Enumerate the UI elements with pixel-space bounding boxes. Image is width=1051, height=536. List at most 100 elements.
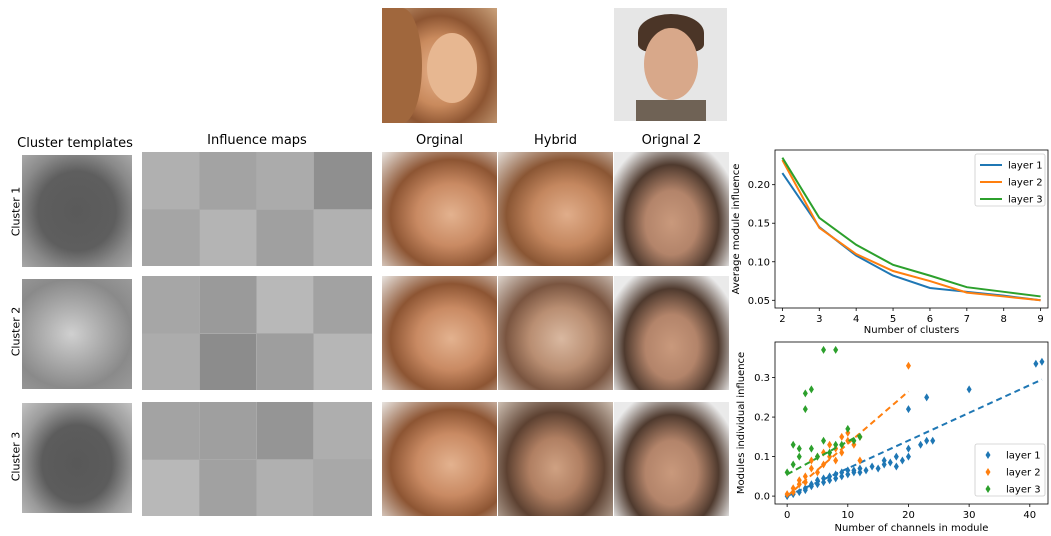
trend-line [786,433,861,476]
scatter-point [790,484,796,493]
influence-map [257,402,313,459]
row-label-cluster-2: Cluster 2 [9,306,23,357]
x-tick-label: 20 [902,510,915,521]
scatter-chart-frame [774,341,1049,505]
influence-map [142,210,199,266]
x-tick-label: 5 [890,314,896,325]
scatter-point [821,474,827,483]
header-influence-maps: Influence maps [207,133,307,148]
y-tick-label: 0.10 [748,257,770,268]
scatter-point [839,432,845,441]
face-original2-cluster-3 [614,402,729,516]
face-hybrid-cluster-1 [498,152,613,266]
scatter-point [869,462,875,471]
scatter-point [821,345,827,354]
influence-map [142,276,199,333]
series-line-layer-2 [781,159,1041,302]
scatter-point [924,436,930,445]
influence-map [200,210,256,266]
influence-map [200,460,256,516]
x-tick-label: 30 [963,510,976,521]
scatter-point [808,482,814,491]
row-label-cluster-3: Cluster 3 [9,431,23,482]
face-original-cluster-3 [382,402,497,516]
scatter-point [851,466,857,475]
scatter-point [827,472,833,481]
scatter-point [833,345,839,354]
x-tick-label: 10 [841,510,854,521]
cluster-template-1 [22,155,132,267]
scatter-point [808,464,814,473]
scatter-point [899,456,905,465]
influence-maps-cluster-1 [142,152,372,266]
scatter-point [1039,357,1045,366]
scatter-point [802,405,808,414]
influence-map [142,334,199,390]
scatter-point [802,472,808,481]
legend-label: layer 1 [1008,161,1043,172]
scatter-point [814,468,820,477]
y-tick-label: 0.2 [754,413,770,424]
face-original2-cluster-1 [614,152,729,266]
influence-map [314,460,372,516]
y-axis-label: Average module influence [731,164,742,295]
x-tick-label: 6 [927,314,933,325]
scatter-point [839,468,845,477]
scatter-point [845,424,851,433]
scatter-point [857,464,863,473]
scatter-point [905,361,911,370]
legend-label: layer 2 [1006,468,1041,479]
influence-maps-cluster-3 [142,402,372,516]
scatter-point [893,452,899,461]
cluster-template-3 [22,403,132,513]
trend-line [786,390,910,497]
scatter-point [808,456,814,465]
influence-map [200,402,256,459]
scatter-point [784,490,790,499]
scatter-point [857,456,863,465]
scatter-point [845,466,851,475]
influence-map [200,152,256,209]
cluster-template-2 [22,279,132,389]
scatter-point [875,464,881,473]
scatter-point [796,452,802,461]
hair-shape [382,8,422,123]
influence-map [142,460,199,516]
x-tick-label: 40 [1023,510,1036,521]
series-line-layer-3 [781,157,1041,298]
face-original-cluster-2 [382,276,497,390]
face-shape [644,28,698,100]
row-label-cluster-1: Cluster 1 [9,186,23,237]
scatter-point [924,393,930,402]
photo-man-top [614,8,727,121]
scatter-point [966,385,972,394]
header-original-2: Orignal 2 [641,133,702,148]
x-tick-label: 4 [853,314,859,325]
scatter-point [930,436,936,445]
scatter-point [905,444,911,453]
y-tick-label: 0.0 [754,492,770,503]
scatter-point [827,440,833,449]
face-original-cluster-1 [382,152,497,266]
y-tick-label: 0.20 [748,180,770,191]
scatter-point [827,448,833,457]
x-tick-label: 7 [964,314,970,325]
scatter-point [790,460,796,469]
legend-label: layer 3 [1008,195,1043,206]
influence-maps-cluster-2 [142,276,372,390]
legend-box [974,153,1046,207]
legend-label: layer 1 [1006,451,1041,462]
y-tick-label: 0.05 [748,296,770,307]
legend-label: layer 3 [1006,485,1041,496]
scatter-point [802,389,808,398]
influence-map [314,276,372,333]
scatter-point [833,456,839,465]
scatter-point [905,405,911,414]
scatter-point [790,440,796,449]
x-tick-label: 0 [784,510,790,521]
legend-marker [985,451,991,459]
legend-marker [985,468,991,476]
header-cluster-templates: Cluster templates [17,136,133,151]
influence-map [257,276,313,333]
